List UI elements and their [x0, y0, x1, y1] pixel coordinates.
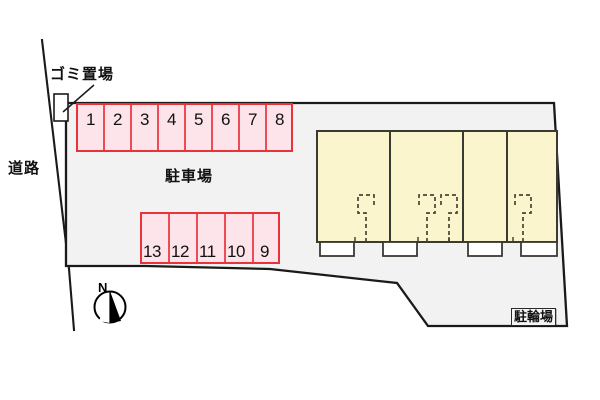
parking-stall-7[interactable]: 7 — [248, 110, 257, 129]
parking-row-bottom — [140, 212, 280, 264]
road-boundary-lines — [40, 38, 76, 332]
compass-north-label: N — [98, 280, 108, 295]
parking-stall-4[interactable]: 4 — [167, 110, 176, 129]
parking-stall-11[interactable]: 11 — [199, 242, 216, 261]
garbage-enclosure — [53, 84, 95, 122]
compass-rose — [93, 290, 127, 324]
garbage-area-label: ゴミ置場 — [50, 66, 115, 83]
parking-stall-1[interactable]: 1 — [86, 110, 95, 129]
bicycle-parking-label: 駐輪場 — [511, 308, 557, 326]
parking-stall-10[interactable]: 10 — [227, 242, 245, 261]
parking-stall-13[interactable]: 13 — [143, 242, 161, 261]
parking-stall-9[interactable]: 9 — [260, 242, 269, 261]
parking-lot-label: 駐車場 — [165, 168, 214, 185]
road-label: 道路 — [8, 160, 41, 177]
parking-stall-2[interactable]: 2 — [113, 110, 122, 129]
parking-stall-5[interactable]: 5 — [194, 110, 203, 129]
parking-stall-8[interactable]: 8 — [275, 110, 284, 129]
building-entrances — [319, 237, 558, 257]
parking-stall-3[interactable]: 3 — [140, 110, 149, 129]
parking-row-top — [76, 103, 293, 152]
parking-stall-6[interactable]: 6 — [221, 110, 230, 129]
apartment-building — [316, 130, 558, 257]
parking-stall-12[interactable]: 12 — [171, 242, 189, 261]
stair-outlines — [357, 194, 532, 242]
